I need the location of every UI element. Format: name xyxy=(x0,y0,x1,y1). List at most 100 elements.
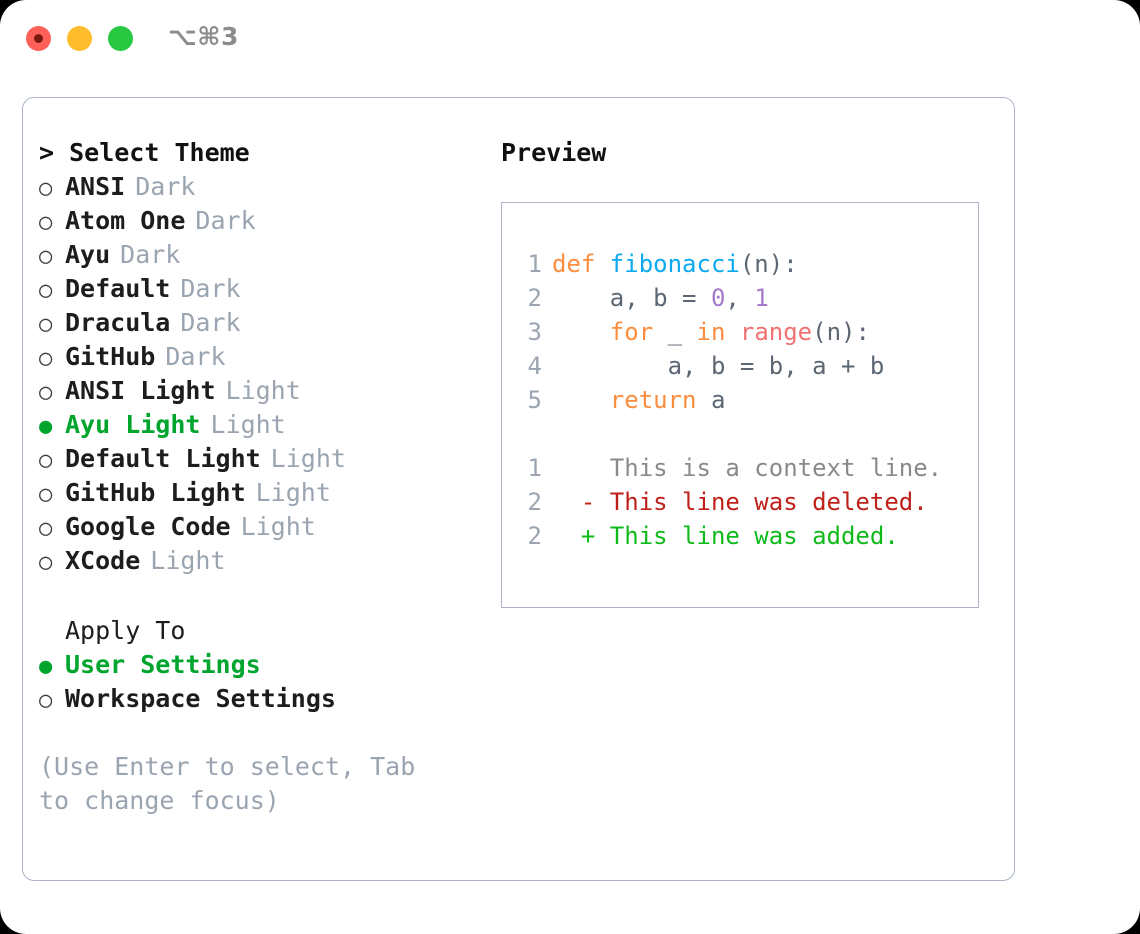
theme-item-label: ANSI Light xyxy=(65,376,216,405)
code-token: a xyxy=(696,386,726,414)
theme-item-variant-tag: Dark xyxy=(165,342,226,371)
theme-item-label: ANSI xyxy=(65,172,126,201)
apply-to-item-workspace-settings[interactable]: ○ Workspace Settings xyxy=(39,682,479,716)
code-token: _ xyxy=(653,318,697,346)
apply-to-header: Apply To xyxy=(65,616,186,645)
code-line-number: 2 xyxy=(527,284,542,312)
code-diff-spacer xyxy=(520,417,978,451)
apply-to-item-user-settings[interactable]: ●User Settings xyxy=(39,648,479,682)
diff-line: 2 + This line was added. xyxy=(520,519,978,553)
radio-unselected-icon: ○ xyxy=(39,278,53,303)
theme-item-label: GitHub Light xyxy=(65,478,246,507)
code-token: (n): xyxy=(812,318,870,346)
code-line: 2 a, b = 0, 1 xyxy=(520,281,978,315)
theme-item-label: Default xyxy=(65,274,171,303)
theme-item-github-light[interactable]: ○ GitHub Light Light xyxy=(39,476,479,510)
theme-item-variant-tag: Dark xyxy=(135,172,196,201)
code-token: def xyxy=(552,250,610,278)
diff-line: 1 This is a context line. xyxy=(520,451,978,485)
theme-item-variant-tag: Light xyxy=(225,376,301,405)
theme-item-label: Ayu Light xyxy=(65,410,201,439)
code-token: (n): xyxy=(739,250,798,278)
radio-unselected-icon: ○ xyxy=(39,550,53,575)
diff-line-text: This is a context line. xyxy=(609,454,943,482)
radio-selected-icon: ● xyxy=(39,414,53,439)
code-token: 1 xyxy=(754,284,769,312)
code-line: 4 a, b = b, a + b xyxy=(520,349,978,383)
code-token: for xyxy=(609,318,654,346)
theme-item-variant-tag: Light xyxy=(255,478,331,507)
code-line-number: 5 xyxy=(527,386,542,414)
radio-selected-icon: ● xyxy=(39,654,53,679)
minimize-button[interactable] xyxy=(67,26,92,51)
theme-item-ayu-light[interactable]: ● Ayu Light Light xyxy=(39,408,479,442)
radio-unselected-icon: ○ xyxy=(39,516,53,541)
maximize-button[interactable] xyxy=(108,26,133,51)
code-token: 0 xyxy=(710,284,726,312)
code-token: fibonacci xyxy=(609,250,740,278)
code-token: a, b = b, a + b xyxy=(552,352,885,380)
theme-item-variant-tag: Dark xyxy=(180,308,241,337)
diff-line-number: 1 xyxy=(527,454,542,482)
theme-item-label: XCode xyxy=(65,546,141,575)
apply-to-list[interactable]: ●User Settings ○ Workspace Settings xyxy=(39,648,479,716)
code-line-number: 3 xyxy=(527,318,542,346)
preview-header: Preview xyxy=(501,138,607,167)
diff-marker: - xyxy=(552,488,610,516)
select-theme-header: > Select Theme xyxy=(39,138,250,167)
theme-item-ansi-light[interactable]: ○ ANSI Light Light xyxy=(39,374,479,408)
theme-item-variant-tag: Dark xyxy=(180,274,241,303)
radio-unselected-icon: ○ xyxy=(39,176,53,201)
theme-item-default[interactable]: ○ Default Dark xyxy=(39,272,479,306)
theme-item-label: Default Light xyxy=(65,444,261,473)
code-token xyxy=(725,318,739,346)
theme-item-google-code[interactable]: ○ Google Code Light xyxy=(39,510,479,544)
code-token: range xyxy=(739,318,813,346)
diff-marker xyxy=(552,454,610,482)
diff-line-text: This line was added. xyxy=(609,522,899,550)
radio-unselected-icon: ○ xyxy=(39,380,53,405)
diff-line-text: This line was deleted. xyxy=(609,488,928,516)
code-token xyxy=(552,386,610,414)
theme-item-ansi[interactable]: ○ ANSI Dark xyxy=(39,170,479,204)
code-token xyxy=(552,318,610,346)
close-button[interactable] xyxy=(26,26,51,51)
diff-line-number: 2 xyxy=(527,522,542,550)
radio-unselected-icon: ○ xyxy=(39,482,53,507)
diff-line: 2 - This line was deleted. xyxy=(520,485,978,519)
code-line-number: 1 xyxy=(527,250,542,278)
theme-item-label: Dracula xyxy=(65,308,171,337)
code-line: 3 for _ in range(n): xyxy=(520,315,978,349)
code-token: a, b = xyxy=(552,284,711,312)
keyboard-hint-text: (Use Enter to select, Tab to change focu… xyxy=(39,752,431,815)
diff-marker: + xyxy=(552,522,610,550)
code-token: , xyxy=(725,284,755,312)
theme-item-variant-tag: Light xyxy=(240,512,316,541)
theme-item-label: Ayu xyxy=(65,240,111,269)
theme-item-label: Google Code xyxy=(65,512,231,541)
radio-unselected-icon: ○ xyxy=(39,210,53,235)
theme-item-dracula[interactable]: ○ Dracula Dark xyxy=(39,306,479,340)
code-token: in xyxy=(696,318,726,346)
radio-unselected-icon: ○ xyxy=(39,346,53,371)
window-controls xyxy=(26,26,133,51)
radio-unselected-icon: ○ xyxy=(39,312,53,337)
radio-unselected-icon: ○ xyxy=(39,688,53,713)
theme-item-variant-tag: Light xyxy=(210,410,286,439)
theme-item-variant-tag: Dark xyxy=(120,240,181,269)
apply-to-item-label: Workspace Settings xyxy=(65,684,336,713)
keyboard-shortcut-label: ⌥⌘3 xyxy=(168,22,239,51)
code-line-number: 4 xyxy=(527,352,542,380)
